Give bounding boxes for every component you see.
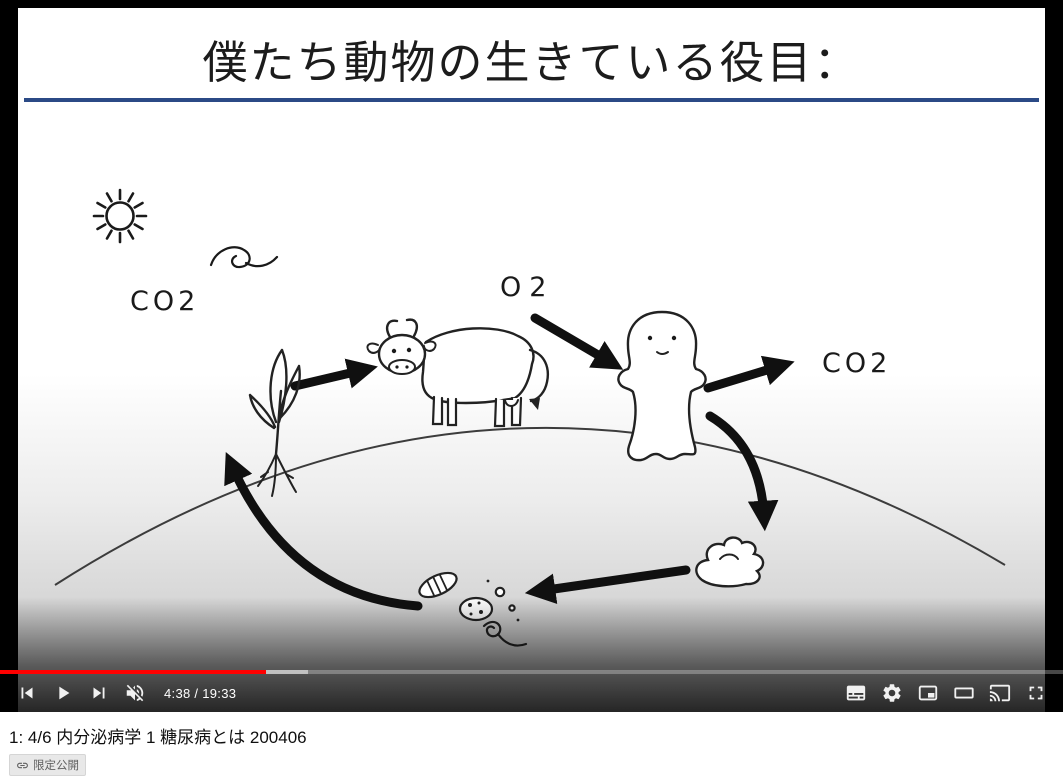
- miniplayer-icon: [918, 685, 938, 701]
- previous-button[interactable]: [12, 678, 42, 708]
- miniplayer-button[interactable]: [913, 678, 943, 708]
- cast-button[interactable]: [985, 678, 1015, 708]
- theater-mode-button[interactable]: [949, 678, 979, 708]
- volume-muted-icon: [126, 684, 144, 702]
- earth-horizon: [54, 426, 1006, 586]
- video-player[interactable]: 僕たち動物の生きている役目： CO2: [0, 0, 1063, 712]
- fullscreen-icon: [1029, 686, 1043, 700]
- co2-label-left: CO2: [130, 286, 199, 317]
- time-display: 4:38 / 19:33: [164, 685, 237, 701]
- arrow-human-to-co2: [703, 355, 795, 393]
- progress-played: [0, 670, 266, 674]
- settings-icon: [883, 684, 901, 702]
- arrow-feces-to-microbes: [524, 565, 691, 604]
- slide-title: 僕たち動物の生きている役目：: [202, 37, 861, 88]
- arrow-human-to-feces: [705, 411, 779, 532]
- progress-track: [0, 670, 1063, 674]
- feces-drawing: [695, 536, 765, 588]
- progress-bar[interactable]: [0, 670, 1063, 674]
- arrow-plant-to-cow: [290, 358, 378, 391]
- cow-drawing: [366, 318, 549, 428]
- plant-drawing: [248, 348, 301, 497]
- player-controls: 4:38 / 19:33: [0, 674, 1063, 712]
- play-button[interactable]: [48, 678, 78, 708]
- fullscreen-button[interactable]: [1021, 678, 1051, 708]
- human-drawing: [617, 310, 707, 462]
- settings-button[interactable]: [877, 678, 907, 708]
- co2-squiggle-icon: [209, 246, 279, 269]
- sun-icon: [92, 188, 148, 244]
- subtitles-icon: [846, 685, 866, 701]
- subtitles-button[interactable]: [841, 678, 871, 708]
- previous-icon: [21, 687, 33, 699]
- play-icon: [59, 686, 70, 700]
- o2-label: O2: [500, 272, 554, 303]
- theater-icon: [954, 687, 974, 699]
- next-icon: [93, 687, 105, 699]
- arrow-cow-to-human: [530, 313, 624, 370]
- link-icon: [17, 762, 28, 768]
- mute-button[interactable]: [120, 678, 150, 708]
- visibility-badge: 限定公開: [9, 754, 86, 776]
- next-button[interactable]: [84, 678, 114, 708]
- co2-label-right: CO2: [822, 348, 891, 379]
- video-title: 1: 4/6 内分泌病学 1 糖尿病とは 200406: [9, 728, 307, 747]
- title-underline: [24, 98, 1039, 102]
- video-details: 1: 4/6 内分泌病学 1 糖尿病とは 200406 限定公開: [0, 712, 1063, 778]
- arrow-microbes-to-plant: [224, 452, 423, 611]
- visibility-badge-label: 限定公開: [33, 760, 79, 772]
- cast-icon: [989, 684, 1011, 702]
- video-surface: 僕たち動物の生きている役目： CO2: [18, 8, 1045, 712]
